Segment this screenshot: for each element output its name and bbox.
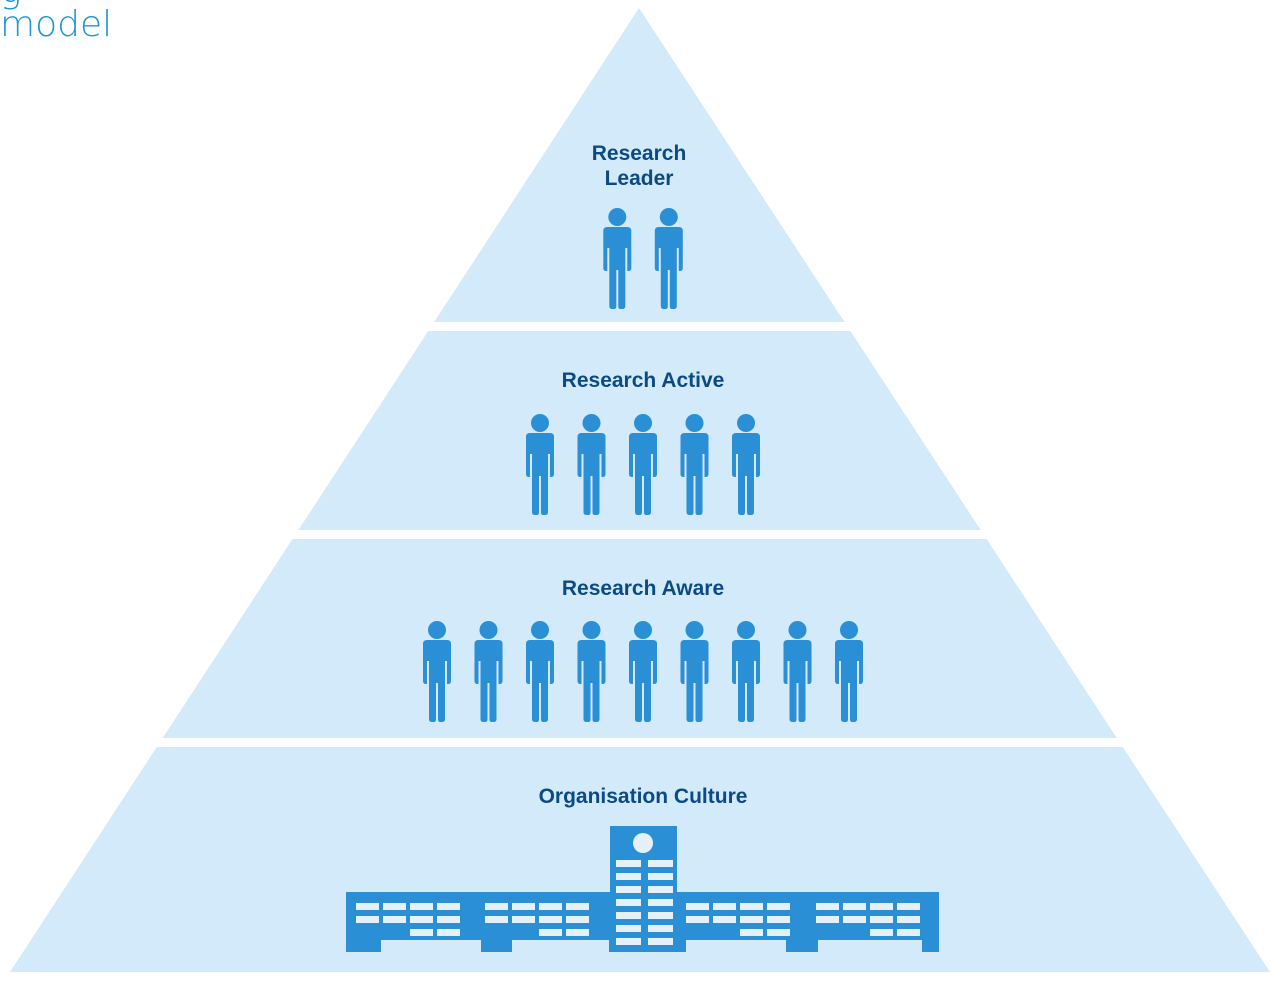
tier-band bbox=[162, 539, 1117, 738]
tier-3: Research Aware bbox=[162, 539, 1117, 738]
page-heading: g model bbox=[0, 0, 113, 45]
tier-label: Organisation Culture bbox=[539, 785, 748, 808]
tier-4: Organisation Culture bbox=[10, 747, 1270, 972]
building-icon bbox=[346, 826, 939, 952]
tier-label: Leader bbox=[605, 167, 674, 190]
heading-line-2: model bbox=[0, 4, 113, 45]
tier-label: Research bbox=[592, 142, 687, 165]
heading-line-1: g bbox=[0, 0, 112, 9]
tier-2: Research Active bbox=[298, 331, 981, 530]
tier-label: Research Active bbox=[562, 369, 725, 392]
tier-band bbox=[434, 8, 845, 322]
tier-label: Research Aware bbox=[562, 577, 724, 600]
